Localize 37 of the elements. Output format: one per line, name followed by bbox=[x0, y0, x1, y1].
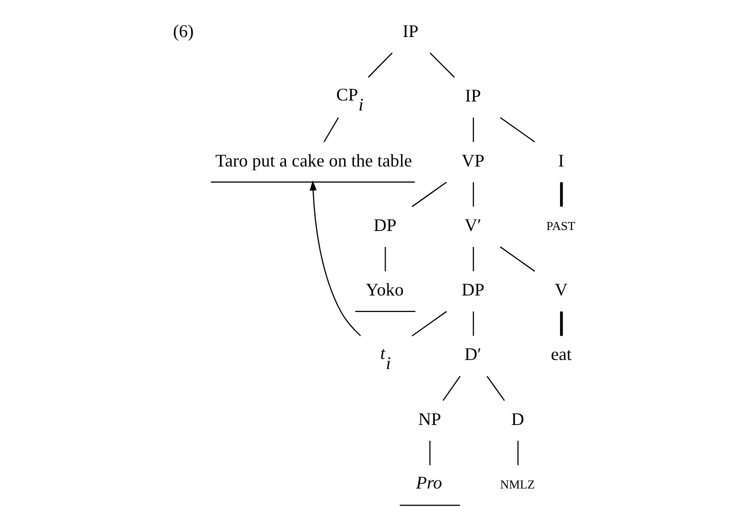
connector bbox=[428, 440, 430, 466]
node-text: Taro put a cake on the table bbox=[214, 150, 412, 170]
connector bbox=[486, 376, 504, 401]
connector bbox=[560, 182, 562, 207]
node-text: V′ bbox=[464, 214, 481, 235]
connector bbox=[384, 246, 386, 272]
connector bbox=[472, 312, 474, 336]
node-text: I bbox=[558, 150, 564, 170]
node-text: DP bbox=[373, 214, 396, 235]
connector bbox=[367, 52, 392, 78]
connector bbox=[472, 118, 474, 142]
connector bbox=[516, 440, 518, 466]
node-text: eat bbox=[550, 344, 572, 364]
node-text: DP bbox=[461, 280, 484, 300]
connector bbox=[560, 312, 562, 336]
node-text: IP bbox=[464, 86, 480, 106]
node-text: Yoko bbox=[365, 280, 404, 300]
connector bbox=[472, 182, 474, 207]
node-text: D′ bbox=[464, 344, 481, 364]
connector bbox=[411, 182, 446, 208]
arrow bbox=[309, 180, 360, 336]
node-text: VP bbox=[461, 150, 484, 170]
node-text: NP bbox=[418, 408, 440, 429]
connector bbox=[323, 117, 338, 142]
connector bbox=[499, 246, 535, 272]
node-text: Pro bbox=[415, 472, 442, 492]
connector bbox=[429, 52, 454, 78]
node-text: PAST bbox=[546, 218, 575, 233]
node-text: NMLZ bbox=[500, 477, 534, 492]
node-text: V bbox=[554, 280, 568, 300]
node-text: D bbox=[510, 408, 524, 429]
connector bbox=[411, 311, 446, 336]
connector bbox=[442, 376, 460, 401]
node-text: IP bbox=[402, 20, 418, 41]
connector bbox=[472, 246, 474, 272]
connector bbox=[499, 117, 535, 142]
label: (6) bbox=[172, 20, 194, 41]
